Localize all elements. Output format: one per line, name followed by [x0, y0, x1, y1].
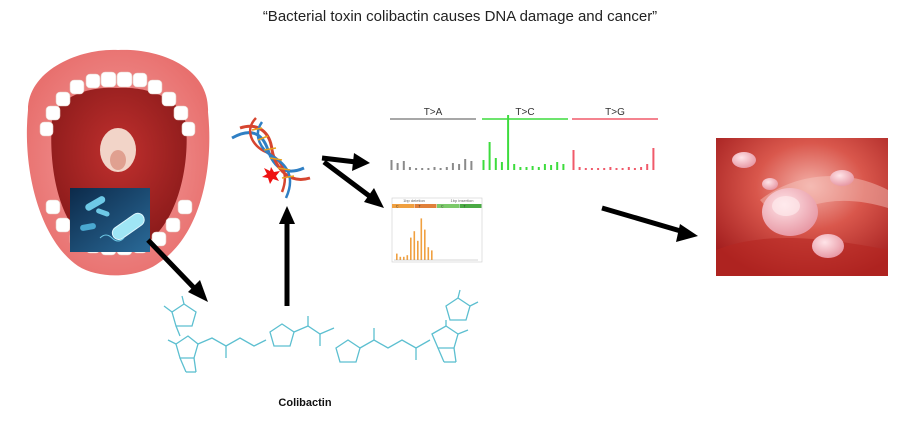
- indel-bar: [406, 255, 409, 260]
- signature-bar: [609, 167, 612, 170]
- signature-bar: [464, 159, 467, 170]
- bacteria-image: [70, 188, 150, 252]
- signature-category-label: T>C: [515, 107, 534, 118]
- signature-bar: [572, 150, 575, 170]
- indel-bar: [417, 240, 419, 260]
- signature-category-label: T>G: [605, 107, 625, 118]
- signature-bar: [646, 164, 649, 170]
- indel-header: 1bp insertion: [451, 198, 474, 203]
- indel-segment-label: C: [396, 204, 399, 208]
- indel-bar: [424, 229, 426, 260]
- indel-bar: [413, 231, 416, 260]
- signature-bar: [519, 167, 522, 170]
- signature-bar: [562, 164, 565, 170]
- signature-bar: [525, 167, 528, 170]
- signature-bar: [537, 167, 540, 170]
- indel-frame: [391, 197, 483, 263]
- signature-bar: [458, 164, 461, 170]
- signature-bar: [590, 168, 593, 170]
- signature-bar: [427, 168, 430, 170]
- signature-bar: [494, 158, 497, 170]
- signature-bar: [640, 167, 643, 170]
- signature-bar: [513, 164, 516, 170]
- signature-bar: [482, 160, 485, 170]
- signature-bar: [603, 168, 606, 170]
- signature-bar: [621, 168, 624, 170]
- indel-segment-label: T: [464, 204, 467, 208]
- arrow-dna-to-indel: [322, 160, 384, 208]
- indel-bar: [427, 247, 430, 260]
- signature-bar: [439, 168, 442, 170]
- signature-bar: [578, 167, 581, 170]
- indel-bar: [410, 237, 412, 260]
- signature-bar: [402, 161, 405, 170]
- signature-bar: [415, 168, 418, 170]
- indel-bar: [420, 218, 423, 260]
- signature-bar: [500, 162, 503, 170]
- figure-title: “Bacterial toxin colibactin causes DNA d…: [262, 8, 658, 25]
- colibactin-label: Colibactin: [278, 397, 332, 409]
- signature-bar: [556, 162, 559, 170]
- indel-bar: [431, 250, 433, 260]
- signature-bar: [531, 166, 534, 170]
- arrow-to-colon: [601, 205, 698, 242]
- indel-bar: [396, 253, 398, 260]
- indel-segment: [392, 204, 414, 208]
- signature-bar: [408, 167, 411, 170]
- dna-damage-burst-icon: [262, 167, 280, 184]
- signature-bar: [597, 168, 600, 170]
- signature-bar: [507, 115, 510, 170]
- indel-segment: [459, 204, 482, 208]
- indel-segment: [437, 204, 459, 208]
- indel-bar: [403, 256, 405, 260]
- indel-segment-label: C: [441, 204, 444, 208]
- signature-bar: [633, 168, 636, 170]
- arrow-colibactin-to-dna: [279, 206, 295, 306]
- arrow-dna-to-signature: [321, 153, 370, 171]
- signature-bar: [615, 168, 618, 170]
- signature-bar: [488, 142, 491, 170]
- signature-bar: [584, 168, 587, 170]
- mutation-signature-chart: T>A T>C T>G: [390, 107, 658, 170]
- signature-bar: [396, 163, 399, 170]
- signature-bar: [451, 163, 454, 170]
- signature-bar: [445, 167, 448, 170]
- indel-header: 1bp deletion: [403, 198, 425, 203]
- colibactin-structure: [163, 289, 479, 373]
- signature-bar: [470, 161, 473, 170]
- indel-bar: [399, 256, 402, 260]
- signature-bar: [627, 167, 630, 170]
- indel-segment: [414, 204, 437, 208]
- signature-bar: [543, 164, 546, 170]
- signature-bar: [390, 160, 393, 170]
- indel-segment-label: T: [419, 204, 422, 208]
- signature-bar: [652, 148, 655, 170]
- colon-tumor-image: [716, 138, 888, 276]
- signature-category-label: T>A: [424, 107, 443, 118]
- dna-helix-icon: [231, 117, 311, 199]
- signature-bar: [550, 165, 553, 170]
- signature-bar: [421, 168, 424, 170]
- arrow-bacteria-to-colibactin: [146, 238, 208, 302]
- signature-bar: [433, 167, 436, 170]
